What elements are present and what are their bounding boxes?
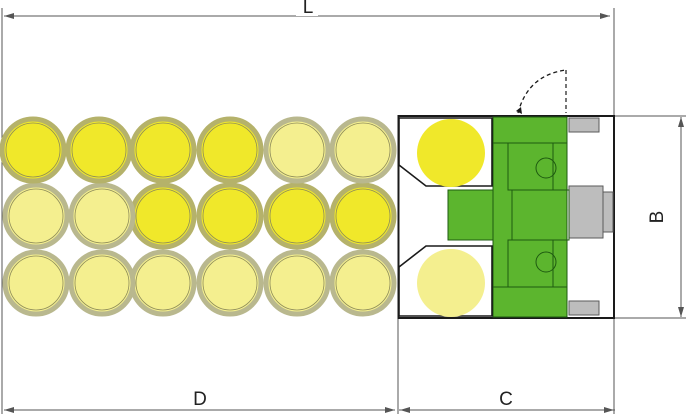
arrow-d-left — [4, 407, 14, 413]
dimension-arrows — [4, 13, 684, 413]
product-rim-r1-c3 — [135, 188, 191, 244]
arrow-d-right — [385, 407, 395, 413]
green-center-block — [511, 189, 570, 241]
swing-arrow — [516, 107, 522, 114]
arrow-b-top — [678, 117, 684, 127]
product-bright-r2-c3 — [129, 116, 197, 184]
gray-cylinder-cap — [602, 191, 614, 233]
gripper-unit — [397, 69, 615, 319]
product-rim-r0-c4 — [74, 255, 130, 311]
product-rim-r2-c3 — [135, 122, 191, 178]
product-pale-r0-c5 — [2, 249, 70, 317]
product-rim-r1-c4 — [74, 188, 130, 244]
product-rim-r2-c4 — [71, 122, 127, 178]
product-pale-r1-c4 — [68, 182, 136, 250]
product-rim-r0-c2 — [202, 255, 258, 311]
gray-block-bottom — [568, 300, 600, 316]
product-rim-r2-c5 — [5, 122, 61, 178]
green-pusher — [447, 189, 494, 241]
product-pale-r2-c1 — [263, 116, 331, 184]
dimension-label-c: C — [499, 389, 513, 410]
gripped-product-bottom — [417, 249, 485, 317]
gray-parts — [568, 117, 614, 316]
product-rim-r2-c1 — [269, 122, 325, 178]
arrow-l-right — [600, 13, 610, 19]
product-bright-r1-c0 — [329, 182, 397, 250]
arrow-c-left — [400, 407, 410, 413]
product-bright-r1-c1 — [263, 182, 331, 250]
product-rim-r0-c1 — [269, 255, 325, 311]
product-rim-r0-c3 — [135, 255, 191, 311]
product-pale-r0-c2 — [196, 249, 264, 317]
product-bright-r2-c2 — [196, 116, 264, 184]
dimension-label-d: D — [193, 389, 207, 410]
arrow-b-bottom — [678, 307, 684, 317]
product-bright-r1-c2 — [196, 182, 264, 250]
product-pale-r0-c4 — [68, 249, 136, 317]
product-pale-r0-c0 — [329, 249, 397, 317]
product-rim-r1-c2 — [202, 188, 258, 244]
product-rim-r0-c5 — [8, 255, 64, 311]
green-frame — [492, 116, 568, 318]
product-rim-r0-c0 — [335, 255, 391, 311]
product-bright-r2-c4 — [65, 116, 133, 184]
product-bright-r2-c5 — [0, 116, 67, 184]
product-rim-r1-c5 — [8, 188, 64, 244]
product-pale-r0-c3 — [129, 249, 197, 317]
label-l-backing — [296, 2, 318, 16]
dimension-label-b: B — [647, 211, 668, 224]
green-body — [447, 116, 570, 318]
product-bright-r1-c3 — [129, 182, 197, 250]
product-rim-r1-c1 — [269, 188, 325, 244]
gray-cylinder — [568, 185, 604, 239]
dimension-label-l: L — [303, 0, 314, 18]
product-pale-r2-c0 — [329, 116, 397, 184]
product-pale-r1-c5 — [2, 182, 70, 250]
gray-block-top — [568, 117, 600, 133]
product-rim-r2-c0 — [335, 122, 391, 178]
swing-arc — [517, 69, 567, 114]
product-arrangement — [0, 116, 397, 317]
arrow-c-right — [604, 407, 614, 413]
bolt-bottom — [535, 251, 557, 273]
product-rim-r2-c2 — [202, 122, 258, 178]
gripped-product-top — [417, 119, 485, 187]
product-pale-r0-c1 — [263, 249, 331, 317]
bolt-top — [535, 157, 557, 179]
product-rim-r1-c0 — [335, 188, 391, 244]
arrow-l-left — [4, 13, 14, 19]
